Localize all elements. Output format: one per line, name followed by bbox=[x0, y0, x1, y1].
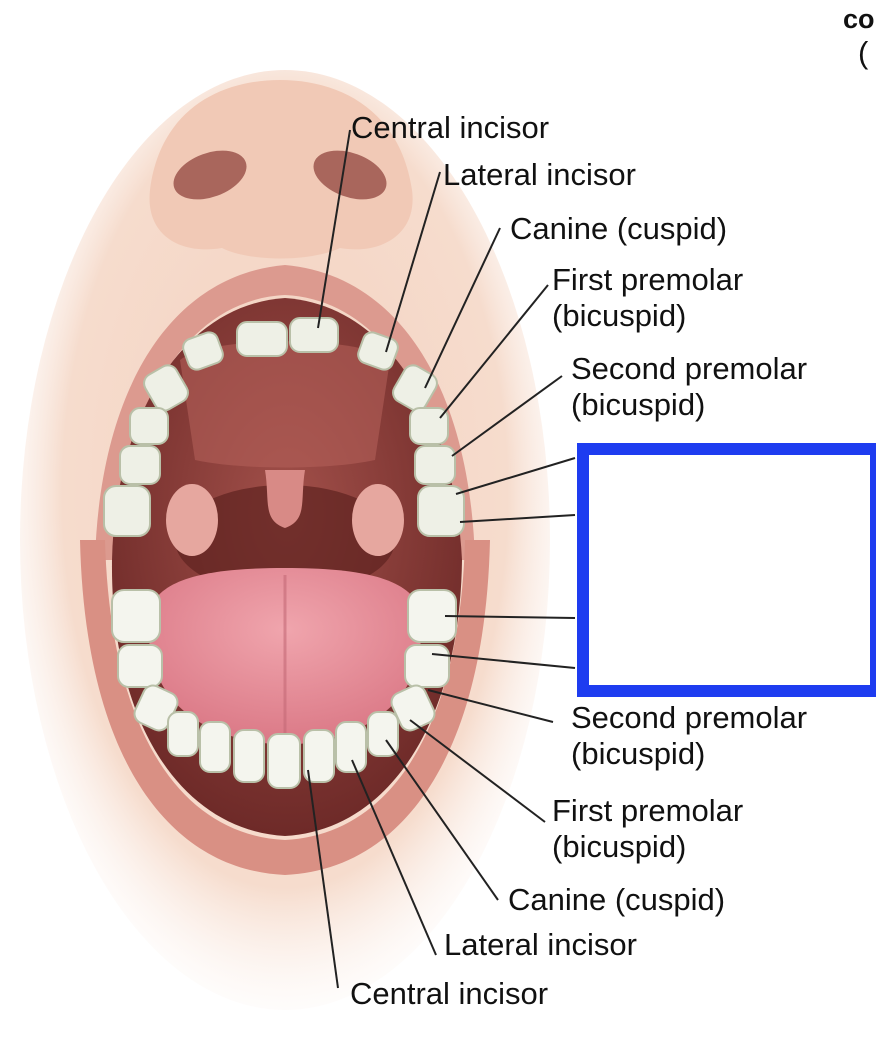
nose bbox=[149, 80, 413, 259]
leader-lines bbox=[307, 129, 576, 989]
label-lower-first-premolar-sub: (bicuspid) bbox=[552, 829, 687, 864]
uvula bbox=[265, 470, 305, 528]
label-upper-canine: Canine (cuspid) bbox=[510, 211, 728, 246]
label-cover-box bbox=[577, 443, 876, 697]
upper-teeth bbox=[103, 317, 465, 537]
lower-teeth bbox=[111, 589, 457, 789]
label-upper-first-premolar: First premolar bbox=[552, 262, 744, 297]
cutoff-text-top-2: ( bbox=[858, 35, 869, 70]
right-tonsil bbox=[352, 484, 404, 556]
label-lower-first-premolar: First premolar bbox=[552, 793, 744, 828]
label-upper-second-premolar: Second premolar bbox=[571, 351, 808, 386]
label-lower-lateral-incisor: Lateral incisor bbox=[444, 927, 637, 962]
label-upper-second-premolar-sub: (bicuspid) bbox=[571, 387, 706, 422]
hard-palate bbox=[180, 341, 390, 468]
label-lower-second-premolar: Second premolar bbox=[571, 700, 808, 735]
label-upper-lateral-incisor: Lateral incisor bbox=[443, 157, 636, 192]
left-tonsil bbox=[166, 484, 218, 556]
cutoff-text-top: co bbox=[843, 4, 875, 34]
label-upper-central-incisor: Central incisor bbox=[351, 110, 550, 145]
throat bbox=[175, 485, 395, 595]
label-lower-central-incisor: Central incisor bbox=[350, 976, 549, 1011]
label-lower-second-premolar-sub: (bicuspid) bbox=[571, 736, 706, 771]
label-lower-canine: Canine (cuspid) bbox=[508, 882, 726, 917]
label-upper-first-premolar-sub: (bicuspid) bbox=[552, 298, 687, 333]
